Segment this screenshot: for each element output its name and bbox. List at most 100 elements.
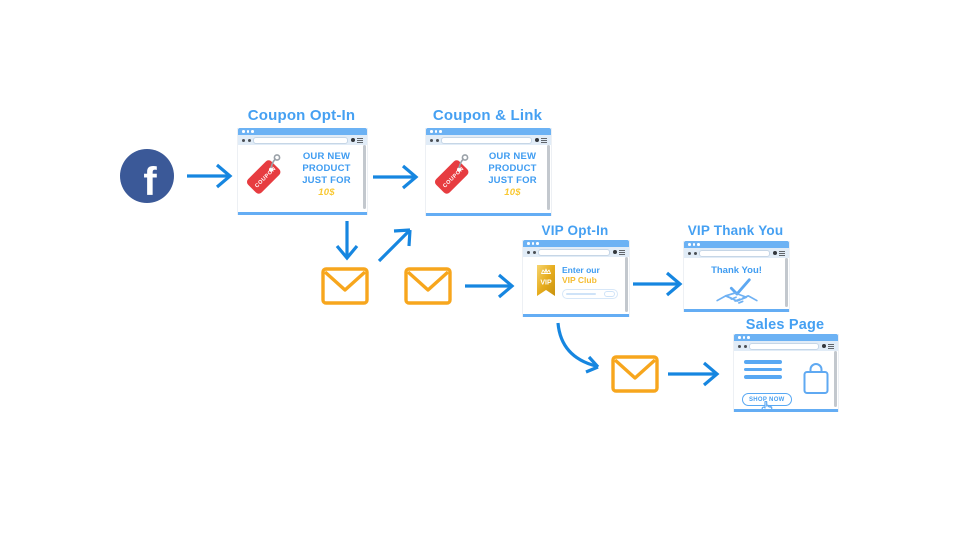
menu-icon: [779, 252, 785, 254]
forward-icon: [247, 138, 251, 142]
scrollbar: [363, 145, 366, 210]
coupon-price: 10$: [318, 187, 335, 198]
window-toolbar: [684, 248, 789, 258]
email-input-field: [562, 289, 618, 299]
window-content: VIP Enter our VIP Club: [523, 257, 629, 314]
window-toolbar: [426, 135, 551, 145]
text-placeholder-bar: [744, 375, 782, 379]
window-titlebar: [523, 240, 629, 247]
back-icon: [738, 344, 741, 348]
window-titlebar: [426, 128, 551, 135]
titlebar-dot-icon: [531, 242, 534, 245]
coupon-text-line: PRODUCT: [302, 163, 351, 174]
window-content: SHOP NOW: [734, 351, 838, 409]
url-bar: [699, 249, 770, 257]
scrollbar: [834, 351, 837, 407]
facebook-letter: f: [143, 160, 157, 203]
vip-text-line: VIP Club: [562, 275, 597, 285]
url-bar: [538, 248, 610, 256]
arrow-vip-optin-to-email-icon: [556, 322, 600, 374]
handshake-check-icon: [715, 278, 758, 304]
coupon-text-line: JUST FOR: [302, 175, 351, 186]
vip-text-line: Enter our: [562, 265, 600, 275]
forward-icon: [435, 138, 439, 142]
coupon-text-line: JUST FOR: [488, 175, 537, 186]
window-bottom-bar: [684, 309, 789, 312]
coupon-text-line: PRODUCT: [488, 163, 537, 174]
coupon-tag-icon: COUPON: [246, 154, 281, 194]
arrow-facebook-to-coupon-optin-icon: [187, 163, 233, 189]
window-toolbar: [238, 135, 367, 145]
shopping-bag-icon: [803, 363, 829, 394]
forward-icon: [693, 251, 697, 255]
titlebar-dot-icon: [742, 336, 745, 339]
arrow-vip-optin-to-thankyou-icon: [633, 271, 683, 297]
gear-icon: [534, 138, 539, 142]
scrollbar: [625, 257, 628, 312]
window-bottom-bar: [426, 213, 551, 216]
titlebar-dot-icon: [527, 242, 530, 245]
submit-button: [604, 291, 615, 297]
vip-thankyou-label: VIP Thank You: [687, 223, 784, 238]
back-icon: [688, 251, 691, 255]
coupon-optin-label: Coupon Opt-In: [247, 107, 356, 124]
coupon-text-line: OUR NEW: [488, 151, 537, 162]
forward-icon: [532, 250, 536, 254]
arrow-coupon-optin-to-email-icon: [335, 221, 359, 261]
window-coupon-optin: COUPON OUR NEW PRODUCT JUST FOR 10$: [237, 128, 368, 215]
window-coupon-link: COUPON OUR NEW PRODUCT JUST FOR 10$: [425, 128, 552, 216]
window-content: COUPON OUR NEW PRODUCT JUST FOR 10$: [238, 145, 367, 212]
arrow-email-to-vip-optin-icon: [465, 273, 515, 299]
email-envelope-icon: [404, 267, 452, 305]
titlebar-dot-icon: [697, 243, 700, 246]
back-icon: [242, 138, 245, 142]
scrollbar: [547, 145, 550, 211]
email-envelope-icon: [321, 267, 369, 305]
titlebar-dot-icon: [242, 130, 245, 133]
window-vip-thankyou: Thank You!: [683, 241, 790, 312]
window-bottom-bar: [523, 314, 629, 317]
coupon-price: 10$: [504, 187, 521, 198]
window-titlebar: [684, 241, 789, 248]
facebook-icon: f: [120, 149, 174, 203]
gear-icon: [821, 344, 826, 348]
coupon-link-label: Coupon & Link: [432, 107, 543, 124]
thank-you-message: Thank You!: [711, 265, 762, 276]
window-bottom-bar: [734, 409, 838, 412]
window-sales-page: SHOP NOW: [733, 334, 839, 412]
input-placeholder-bar: [566, 293, 596, 295]
arrow-email-to-coupon-link-icon: [377, 228, 412, 263]
coupon-tag-icon: COUPON: [434, 154, 469, 194]
gear-icon: [612, 250, 617, 254]
window-vip-optin: VIP Enter our VIP Club: [522, 240, 630, 317]
gear-icon: [350, 138, 355, 142]
gear-icon: [772, 251, 777, 255]
forward-icon: [743, 344, 747, 348]
window-titlebar: [734, 334, 838, 341]
window-titlebar: [238, 128, 367, 135]
back-icon: [527, 250, 530, 254]
back-icon: [430, 138, 433, 142]
window-content: Thank You!: [684, 258, 789, 309]
menu-icon: [619, 251, 625, 253]
text-placeholder-bar: [744, 367, 782, 371]
url-bar: [749, 342, 819, 350]
window-content: COUPON OUR NEW PRODUCT JUST FOR 10$: [426, 145, 551, 213]
titlebar-dot-icon: [434, 130, 437, 133]
titlebar-dot-icon: [738, 336, 741, 339]
titlebar-dot-icon: [747, 336, 750, 339]
titlebar-dot-icon: [536, 242, 539, 245]
arrow-coupon-optin-to-coupon-link-icon: [373, 164, 419, 190]
url-bar: [441, 136, 532, 144]
vip-badge-icon: VIP: [537, 265, 555, 296]
titlebar-dot-icon: [251, 130, 254, 133]
window-toolbar: [734, 341, 838, 351]
coupon-text-line: OUR NEW: [302, 151, 351, 162]
scrollbar: [785, 258, 788, 307]
sales-page-label: Sales Page: [745, 317, 825, 333]
menu-icon: [357, 139, 363, 141]
vip-badge-text: VIP: [540, 280, 552, 287]
window-bottom-bar: [238, 212, 367, 215]
text-placeholder-lines: [744, 360, 782, 383]
